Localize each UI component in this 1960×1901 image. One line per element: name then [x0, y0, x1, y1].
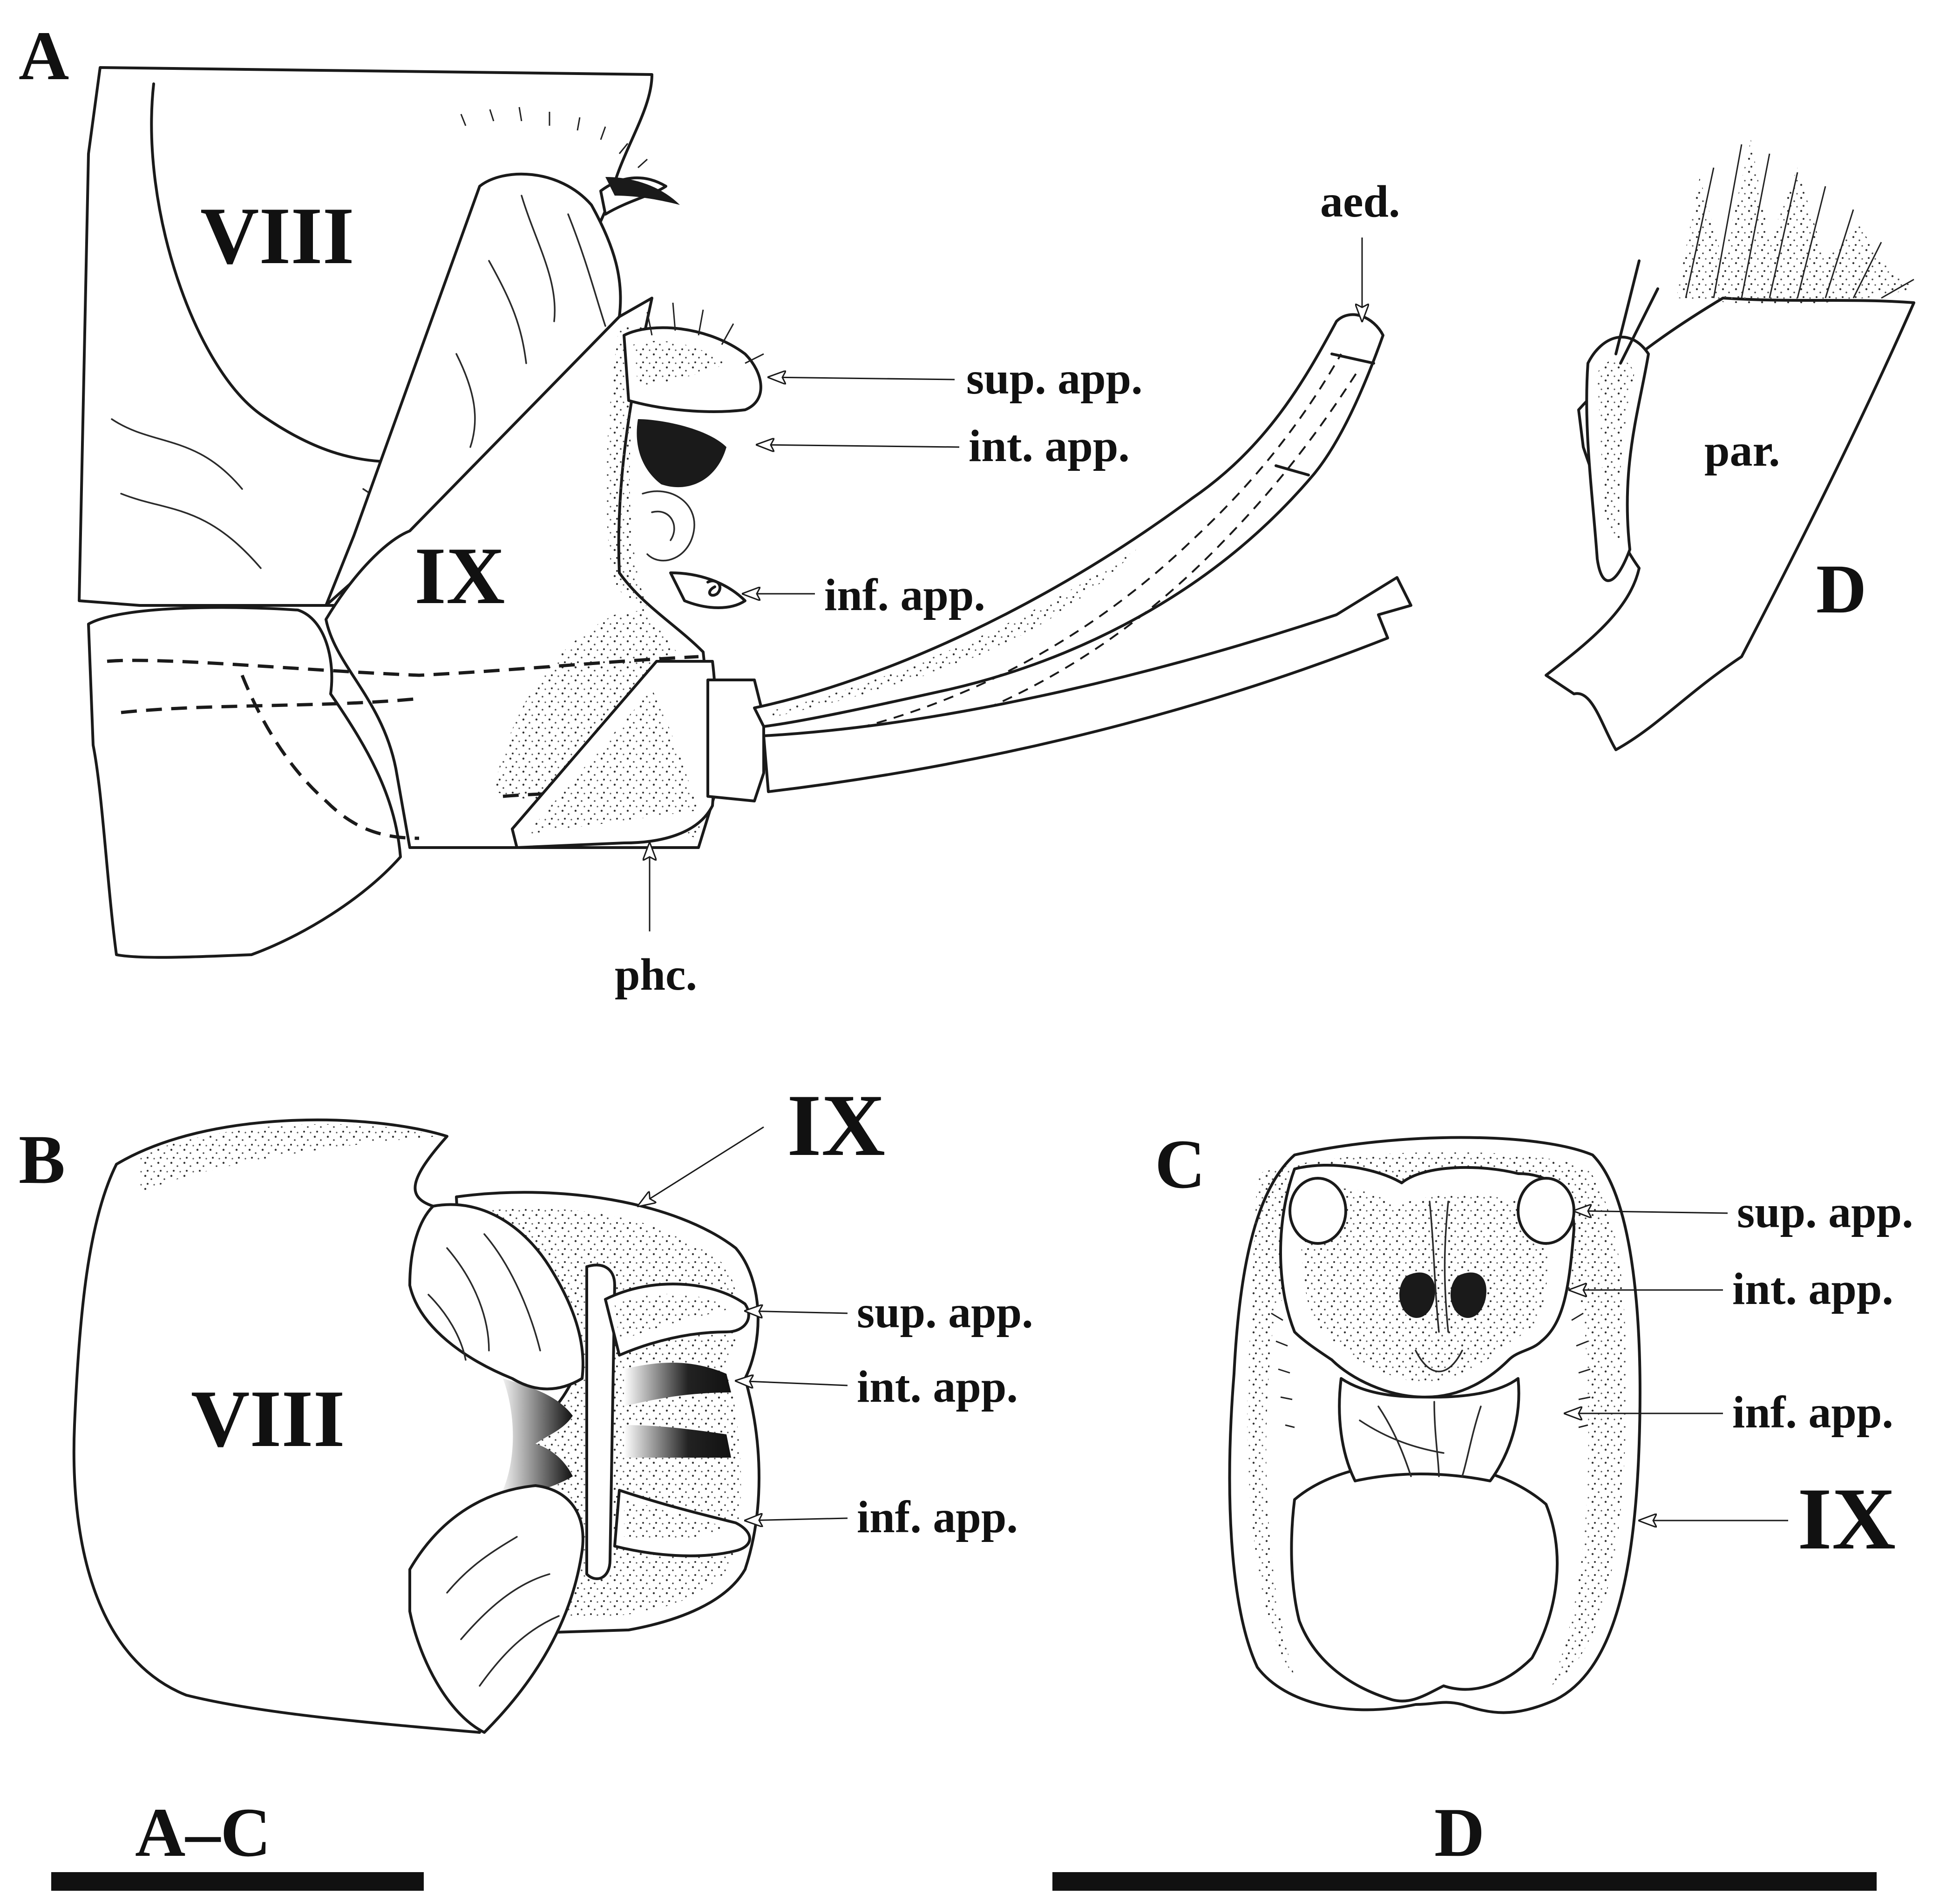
label-sup-app-c: sup. app. [1737, 1187, 1913, 1237]
segment-ix-setae-c [1271, 1312, 1591, 1428]
superior-appendage-a-setae [646, 302, 764, 364]
segment-ix-label-b: IX [787, 1077, 885, 1175]
segment-ix-label-a: IX [414, 530, 505, 621]
leader-ix-b [638, 1126, 764, 1206]
leader-int-app-b [736, 1381, 848, 1385]
intermediate-appendage-b-lower [624, 1425, 731, 1458]
panel-a: A [19, 17, 1412, 1000]
segment-ix-label-c: IX [1797, 1470, 1896, 1568]
segment-ix-internal-dashes [107, 655, 699, 840]
paramere-d-spine-strokes [1685, 144, 1914, 299]
ventral-cavity [1290, 1461, 1559, 1703]
paramere-rod-a [762, 576, 1412, 793]
segment-viii-label-a: VIII [200, 190, 354, 281]
inferior-appendage-a [669, 571, 746, 609]
phallotheca-ring [706, 679, 765, 802]
membrane-lobe-lower [408, 1484, 584, 1734]
paramere-d-shaft-stipple [1597, 359, 1634, 541]
superior-appendage-c-right [1517, 1177, 1575, 1245]
segment-viii-label-b: VIII [191, 1373, 345, 1464]
scale-bar-left-label: A–C [135, 1794, 271, 1871]
leader-inf-app-b [745, 1518, 848, 1521]
inferior-appendage-c-wrinkles [1359, 1401, 1482, 1477]
label-sup-app-b: sup. app. [857, 1287, 1033, 1337]
intermediate-appendage-a [637, 419, 726, 488]
intermediate-appendage-b-upper [624, 1363, 731, 1406]
inferior-appendage-b-stipple [624, 1500, 726, 1540]
phallocrypt-stipple [531, 689, 699, 834]
leader-sup-app-a [768, 377, 955, 380]
panel-d-label: D [1816, 550, 1866, 628]
intermediate-appendage-c-right [1451, 1272, 1486, 1318]
aedeagus-joint-1 [1275, 464, 1310, 476]
segment-viii-dorsal-stipple [140, 1124, 438, 1192]
scale-bar-right [1052, 1872, 1877, 1891]
dorsal-hook [605, 177, 680, 205]
scale-bar-left [51, 1872, 424, 1891]
panel-b-label: B [19, 1121, 65, 1198]
central-stalk [1415, 1201, 1463, 1372]
segment-viii-setae [460, 107, 648, 169]
intersegmental-membrane [325, 172, 622, 607]
label-sup-app-a: sup. app. [966, 353, 1143, 404]
scale-bar-right-label: D [1434, 1794, 1485, 1871]
label-par: par. [1704, 426, 1780, 476]
leader-sup-app-b [745, 1311, 848, 1313]
segment-viii-inner-plate [150, 82, 542, 463]
label-int-app-b: int. app. [857, 1362, 1018, 1412]
membrane-wrinkles-b [427, 1233, 560, 1687]
scale-bars: A–C D [51, 1794, 1877, 1891]
membrane-lobe-upper [408, 1203, 584, 1391]
label-inf-app-c: inf. app. [1732, 1387, 1893, 1438]
panel-c: C sup. app. int. app. inf. app. IX [1155, 1126, 1913, 1714]
paramere-d-spines [1676, 140, 1914, 305]
superior-appendage-a-stipple [633, 341, 726, 387]
intermediate-membrane-a [642, 490, 695, 562]
inferior-appendage-c [1338, 1377, 1520, 1482]
label-inf-app-a: inf. app. [824, 570, 985, 620]
segment-viii-sternite [87, 606, 402, 959]
superior-appendage-b-stipple [615, 1294, 731, 1341]
superior-appendage-c-left [1289, 1177, 1347, 1245]
label-aed: aed. [1320, 177, 1400, 227]
membrane-wrinkles [455, 195, 606, 448]
panel-b: B VIII IX sup. app. int. app. inf. app. [19, 1077, 1033, 1734]
panel-a-label: A [19, 17, 69, 95]
segment-viii-notch [498, 1378, 573, 1500]
leader-sup-app-c [1574, 1211, 1728, 1213]
paramere-d-spur [1614, 259, 1659, 365]
label-int-app-c: int. app. [1732, 1264, 1893, 1314]
intermediate-appendage-c-left [1399, 1272, 1435, 1318]
panel-c-label: C [1155, 1126, 1205, 1203]
panel-d: par. D [1545, 140, 1915, 751]
label-inf-app-b: inf. app. [857, 1492, 1018, 1542]
label-int-app-a: int. app. [969, 421, 1130, 471]
leader-int-app-a [757, 445, 960, 447]
inferior-appendage-a-tip [706, 579, 721, 597]
segment-viii-wrinkles [111, 418, 550, 569]
label-phc: phc. [615, 950, 697, 1000]
aedeagus [753, 313, 1384, 728]
aedeagus-joint-2 [1330, 353, 1375, 365]
phallocrypt-b [585, 1263, 616, 1580]
